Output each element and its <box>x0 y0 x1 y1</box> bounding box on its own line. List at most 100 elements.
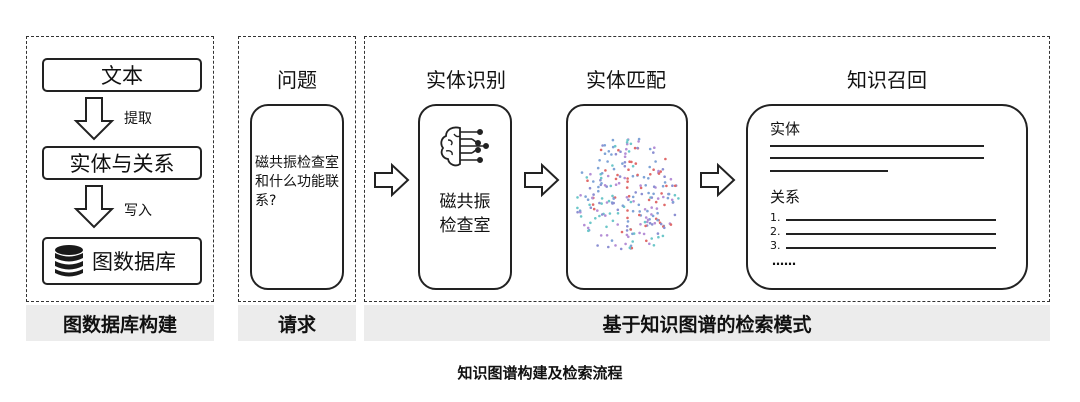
graph-node-dot <box>597 189 600 193</box>
retrieval-footer: 基于知识图谱的检索模式 <box>364 305 1050 341</box>
graph-node-dot <box>643 208 647 211</box>
down-arrow-icon <box>73 97 115 141</box>
text-box-label: 文本 <box>101 64 143 88</box>
graph-node-dot <box>626 216 629 220</box>
graph-node-dot <box>625 186 629 189</box>
graph-node-dot <box>576 196 579 199</box>
graph-node-dot <box>616 223 619 226</box>
graph-node-dot <box>631 164 635 168</box>
graph-node-dot <box>657 235 660 239</box>
graph-node-dot <box>610 153 613 156</box>
entity-line <box>770 145 984 147</box>
graph-node-dot <box>588 186 592 190</box>
graph-node-dot <box>612 201 615 205</box>
graph-node-dot <box>598 214 601 218</box>
graph-node-dot <box>604 214 607 217</box>
graph-node-dot <box>611 164 614 167</box>
graph-node-dot <box>646 218 650 222</box>
graph-node-dot <box>592 180 595 183</box>
entity-relation-box: 实体与关系 <box>42 146 202 180</box>
graph-node-dot <box>605 201 609 204</box>
graph-node-dot <box>653 221 657 225</box>
graph-node-dot <box>600 213 604 216</box>
graph-node-dot <box>592 193 595 196</box>
graph-node-dot <box>661 184 665 188</box>
graph-node-dot <box>617 181 621 185</box>
graph-node-dot <box>634 162 638 165</box>
request-footer: 请求 <box>238 305 356 341</box>
graph-node-dot <box>594 217 597 220</box>
knowledge-recall-box <box>746 104 1028 290</box>
graph-node-dot <box>611 194 614 198</box>
graph-node-dot <box>652 192 655 196</box>
graph-node-dot <box>617 148 620 152</box>
graph-node-dot <box>637 203 641 207</box>
graph-node-dot <box>631 240 634 243</box>
graph-node-dot <box>662 195 665 199</box>
graph-node-dot <box>652 244 656 247</box>
graph-node-dot <box>625 229 629 232</box>
graph-node-dot <box>654 200 658 204</box>
graph-node-dot <box>673 184 677 188</box>
graph-node-dot <box>646 220 649 224</box>
graph-node-dot <box>669 223 673 226</box>
graph-node-dot <box>625 233 629 237</box>
graph-node-dot <box>601 144 604 147</box>
graph-node-dot <box>634 191 637 194</box>
database-icon <box>55 245 83 277</box>
graph-node-dot <box>626 177 629 180</box>
figure-caption: 知识图谱构建及检索流程 <box>457 364 623 382</box>
graph-node-dot <box>638 213 641 217</box>
graph-node-dot <box>656 211 659 215</box>
graph-node-dot <box>614 177 618 181</box>
graph-node-dot <box>661 234 665 238</box>
graph-node-dot <box>663 175 666 178</box>
graph-node-dot <box>632 200 635 203</box>
graph-node-dot <box>605 185 608 188</box>
graph-node-dot <box>637 137 641 141</box>
graph-node-dot <box>669 177 673 181</box>
graph-node-dot <box>659 222 663 226</box>
graph-node-dot <box>656 218 659 222</box>
graph-node-dot <box>599 148 603 152</box>
graph-node-dot <box>650 206 653 209</box>
graph-node-dot <box>657 169 660 173</box>
graph-node-dot <box>652 185 656 188</box>
graph-node-dot <box>631 195 635 199</box>
entity-recognition-result: 磁共振检查室 <box>439 192 491 236</box>
entity-relation-label: 实体与关系 <box>69 152 175 176</box>
graph-node-dot <box>599 178 602 182</box>
graph-node-dot <box>644 224 647 228</box>
construction-footer: 图数据库构建 <box>26 305 214 341</box>
graph-node-dot <box>596 209 599 212</box>
graph-node-dot <box>653 146 656 149</box>
graph-node-dot <box>611 219 615 223</box>
graph-node-dot <box>583 223 586 227</box>
graph-node-dot <box>589 221 592 225</box>
graph-node-dot <box>637 140 640 143</box>
graph-node-dot <box>624 242 627 246</box>
graph-node-dot <box>599 234 603 237</box>
graph-node-dot <box>647 191 650 195</box>
graph-node-dot <box>609 184 613 188</box>
graph-node-dot <box>629 244 633 248</box>
graph-node-dot <box>628 160 631 163</box>
entity-section-label: 实体 <box>770 120 801 138</box>
graph-node-dot <box>623 176 626 180</box>
graph-node-dot <box>657 172 661 175</box>
graph-node-dot <box>589 172 592 176</box>
graph-node-dot <box>597 185 600 189</box>
graph-node-dot <box>618 175 622 178</box>
graph-node-dot <box>623 155 627 158</box>
graph-node-dot <box>576 206 579 210</box>
graph-node-dot <box>603 152 607 155</box>
graph-node-dot <box>639 223 642 226</box>
graph-node-dot <box>627 194 631 198</box>
brain-circuit-icon <box>440 126 489 167</box>
graph-node-dot <box>585 176 589 179</box>
graph-node-dot <box>603 144 607 147</box>
graph-node-dot <box>591 203 595 206</box>
graph-node-dot <box>611 138 615 142</box>
graph-node-dot <box>607 199 611 203</box>
graph-node-dot <box>648 147 652 151</box>
